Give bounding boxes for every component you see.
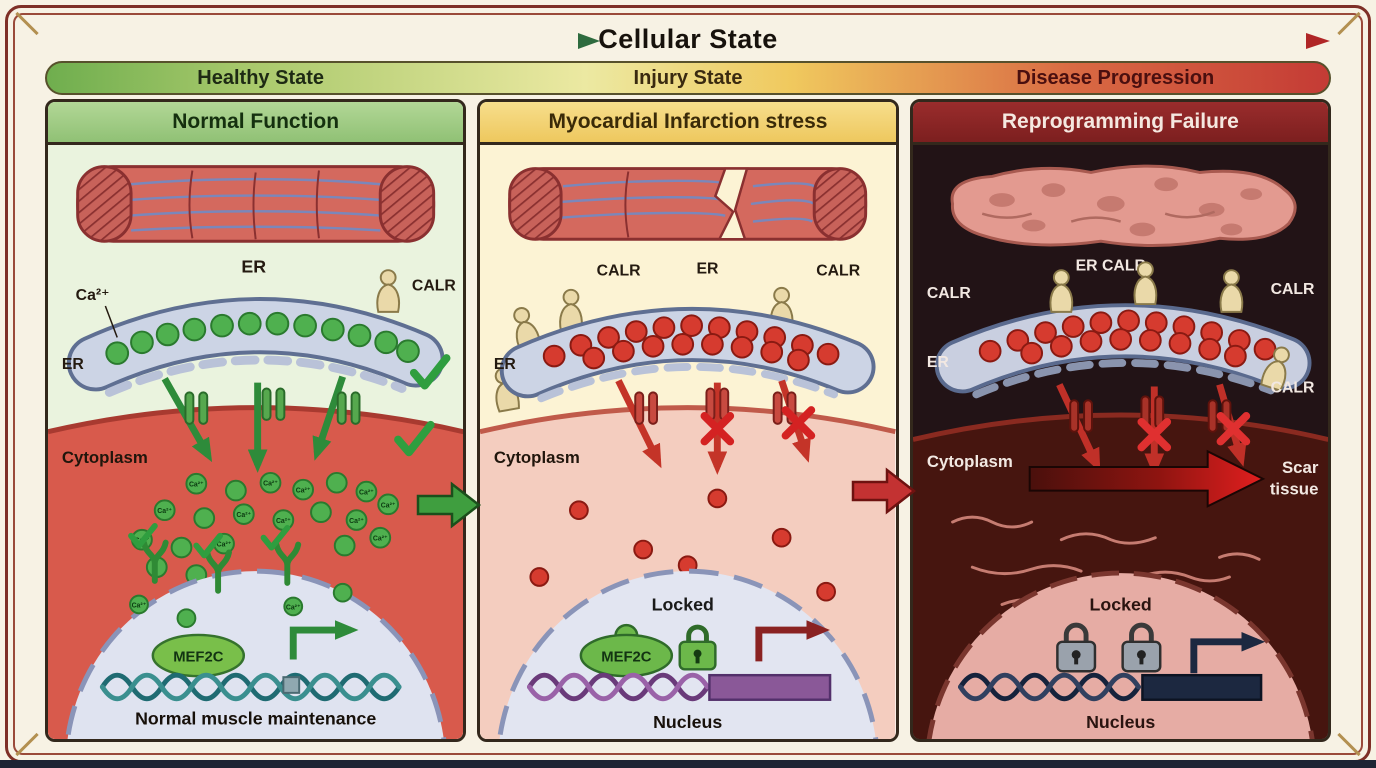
panel3-cytoplasm-label: Cytoplasm: [927, 452, 1013, 471]
spectrum-label-injury: Injury State: [633, 66, 743, 89]
svg-text:Ca²⁺: Ca²⁺: [349, 517, 364, 525]
panel1-er-top-label: ER: [241, 257, 266, 277]
svg-text:Ca²⁺: Ca²⁺: [263, 480, 278, 488]
spectrum-label-disease: Disease Progression: [1016, 66, 1215, 89]
checkmark-icon: [128, 523, 158, 549]
panel2-cytoplasm-label: Cytoplasm: [494, 448, 580, 467]
panel2-er-left-label: ER: [494, 356, 517, 373]
panel3-er-calcium-overload: [978, 309, 1277, 368]
panel-reprogramming-failure: Reprogramming Failure: [909, 99, 1331, 742]
blocked-x-icon: [1216, 412, 1250, 446]
panel2-nucleus-label: Nucleus: [653, 712, 722, 732]
panel3-scar-label-line1: Scar: [1282, 458, 1319, 477]
svg-text:Ca²⁺: Ca²⁺: [359, 489, 374, 497]
spectrum-label-healthy: Healthy State: [197, 66, 325, 89]
panel3-scar-label-line2: tissue: [1270, 480, 1319, 499]
figure-title: Cellular State: [598, 24, 778, 54]
blocked-x-icon: [700, 412, 735, 446]
checkmark-icon: [260, 524, 291, 551]
panel1-calcium-channels: [184, 387, 361, 425]
svg-text:Ca²⁺: Ca²⁺: [296, 487, 311, 495]
panel2-header: Myocardial Infarction stress: [480, 102, 896, 145]
svg-text:Ca²⁺: Ca²⁺: [373, 535, 388, 543]
panel1-header: Normal Function: [48, 102, 464, 145]
cellular-state-right-arrow: [776, 33, 1330, 49]
gray-padlock-icon: [1055, 622, 1096, 673]
panel3-nucleus-label: Nucleus: [1086, 712, 1155, 732]
corner-accent: [15, 732, 39, 757]
green-padlock-icon: [678, 624, 717, 671]
panel2-calr-right-label: CALR: [817, 263, 862, 280]
checkmark-icon: [409, 354, 451, 390]
panel-row: Normal Function: [45, 99, 1331, 742]
svg-text:Ca²⁺: Ca²⁺: [236, 511, 251, 519]
svg-text:Ca²⁺: Ca²⁺: [381, 501, 396, 509]
svg-text:Ca²⁺: Ca²⁺: [157, 507, 172, 515]
panel3-locked-label: Locked: [1089, 594, 1151, 614]
svg-text:Ca²⁺: Ca²⁺: [217, 541, 232, 549]
panel1-calr-label: CALR: [412, 277, 457, 294]
checkmark-icon: [394, 420, 435, 457]
svg-text:Ca²⁺: Ca²⁺: [132, 601, 147, 609]
blocked-x-icon: [1137, 417, 1171, 452]
panel-myocardial-infarction: Myocardial Infarction stress: [477, 99, 899, 742]
svg-text:Ca²⁺: Ca²⁺: [189, 481, 204, 489]
cellular-state-left-arrow: [48, 33, 600, 49]
panel-normal-function: Normal Function: [45, 99, 467, 742]
panel2-dna-helix: [527, 672, 832, 702]
calr-chaperone-figure: [1133, 261, 1157, 306]
corner-accent: [1337, 732, 1361, 757]
panel3-dna-helix: [957, 672, 1262, 702]
panel3-silenced-promoter-arrow: [1190, 631, 1265, 674]
blocked-x-icon: [781, 406, 816, 440]
damaged-muscle-fiber: [508, 167, 868, 241]
panel1-er-left-label: ER: [62, 356, 85, 373]
calr-chaperone-figure: [376, 269, 401, 313]
checkmark-icon: [193, 532, 224, 559]
panel1-active-promoter-arrow: [289, 620, 359, 660]
gray-padlock-icon: [1121, 622, 1162, 673]
healthy-muscle-fiber: [76, 165, 436, 243]
panel2-blocked-channels: [634, 387, 797, 425]
panel1-nucleus-calcium-ions: Ca²⁺ Ca²⁺: [129, 582, 353, 629]
panel3-calr-right-label: CALR: [1270, 281, 1315, 298]
panel2-er-top-label: ER: [697, 261, 720, 278]
panel1-caption: Normal muscle maintenance: [135, 708, 376, 728]
svg-text:Ca²⁺: Ca²⁺: [276, 517, 291, 525]
svg-text:Ca²⁺: Ca²⁺: [286, 603, 301, 611]
panel1-dna-helix: [99, 672, 402, 702]
state-spectrum-bar: Healthy State Injury State Disease Progr…: [45, 61, 1331, 95]
panel1-er-calcium-ions: [105, 311, 420, 365]
calr-chaperone-figure: [1049, 269, 1073, 313]
panel3-illustration: CALR ER CALR CALR: [912, 145, 1328, 739]
panel2-illustration: CALR ER CALR ER: [480, 145, 896, 739]
scar-tissue-mass: [950, 164, 1297, 247]
panel1-cytoplasm-label: Cytoplasm: [62, 448, 148, 467]
transition-arrow-healthy-to-injury: [416, 481, 482, 529]
panel3-header: Reprogramming Failure: [912, 102, 1328, 145]
panel2-calr-left-label: CALR: [597, 263, 642, 280]
panel1-nuclear-receptors: [140, 539, 302, 594]
panel3-er-calr-label: ER CALR: [1075, 258, 1146, 275]
transition-arrow-injury-to-disease: [851, 467, 917, 515]
panel3-calr-lower-label: CALR: [1270, 379, 1315, 396]
panel2-er-calcium-overload: [543, 314, 840, 372]
panel2-mef2c-label: MEF2C: [602, 649, 653, 665]
panel3-calr-left-label: CALR: [927, 285, 972, 302]
panel2-sparse-calcium-ions: [529, 488, 837, 602]
scar-progression-arrow: [1028, 449, 1265, 508]
panel1-mef2c-label: MEF2C: [173, 649, 224, 665]
panel2-locked-label: Locked: [652, 594, 714, 614]
panel1-illustration: ER CALR Ca²⁺ ER: [48, 145, 464, 739]
panel2-repressed-promoter-arrow: [755, 620, 831, 662]
panel3-er-left-label: ER: [927, 354, 950, 371]
panel1-ca-label: Ca²⁺: [76, 287, 110, 304]
bottom-edge-strip: [0, 760, 1376, 768]
calr-chaperone-figure: [1219, 269, 1243, 313]
